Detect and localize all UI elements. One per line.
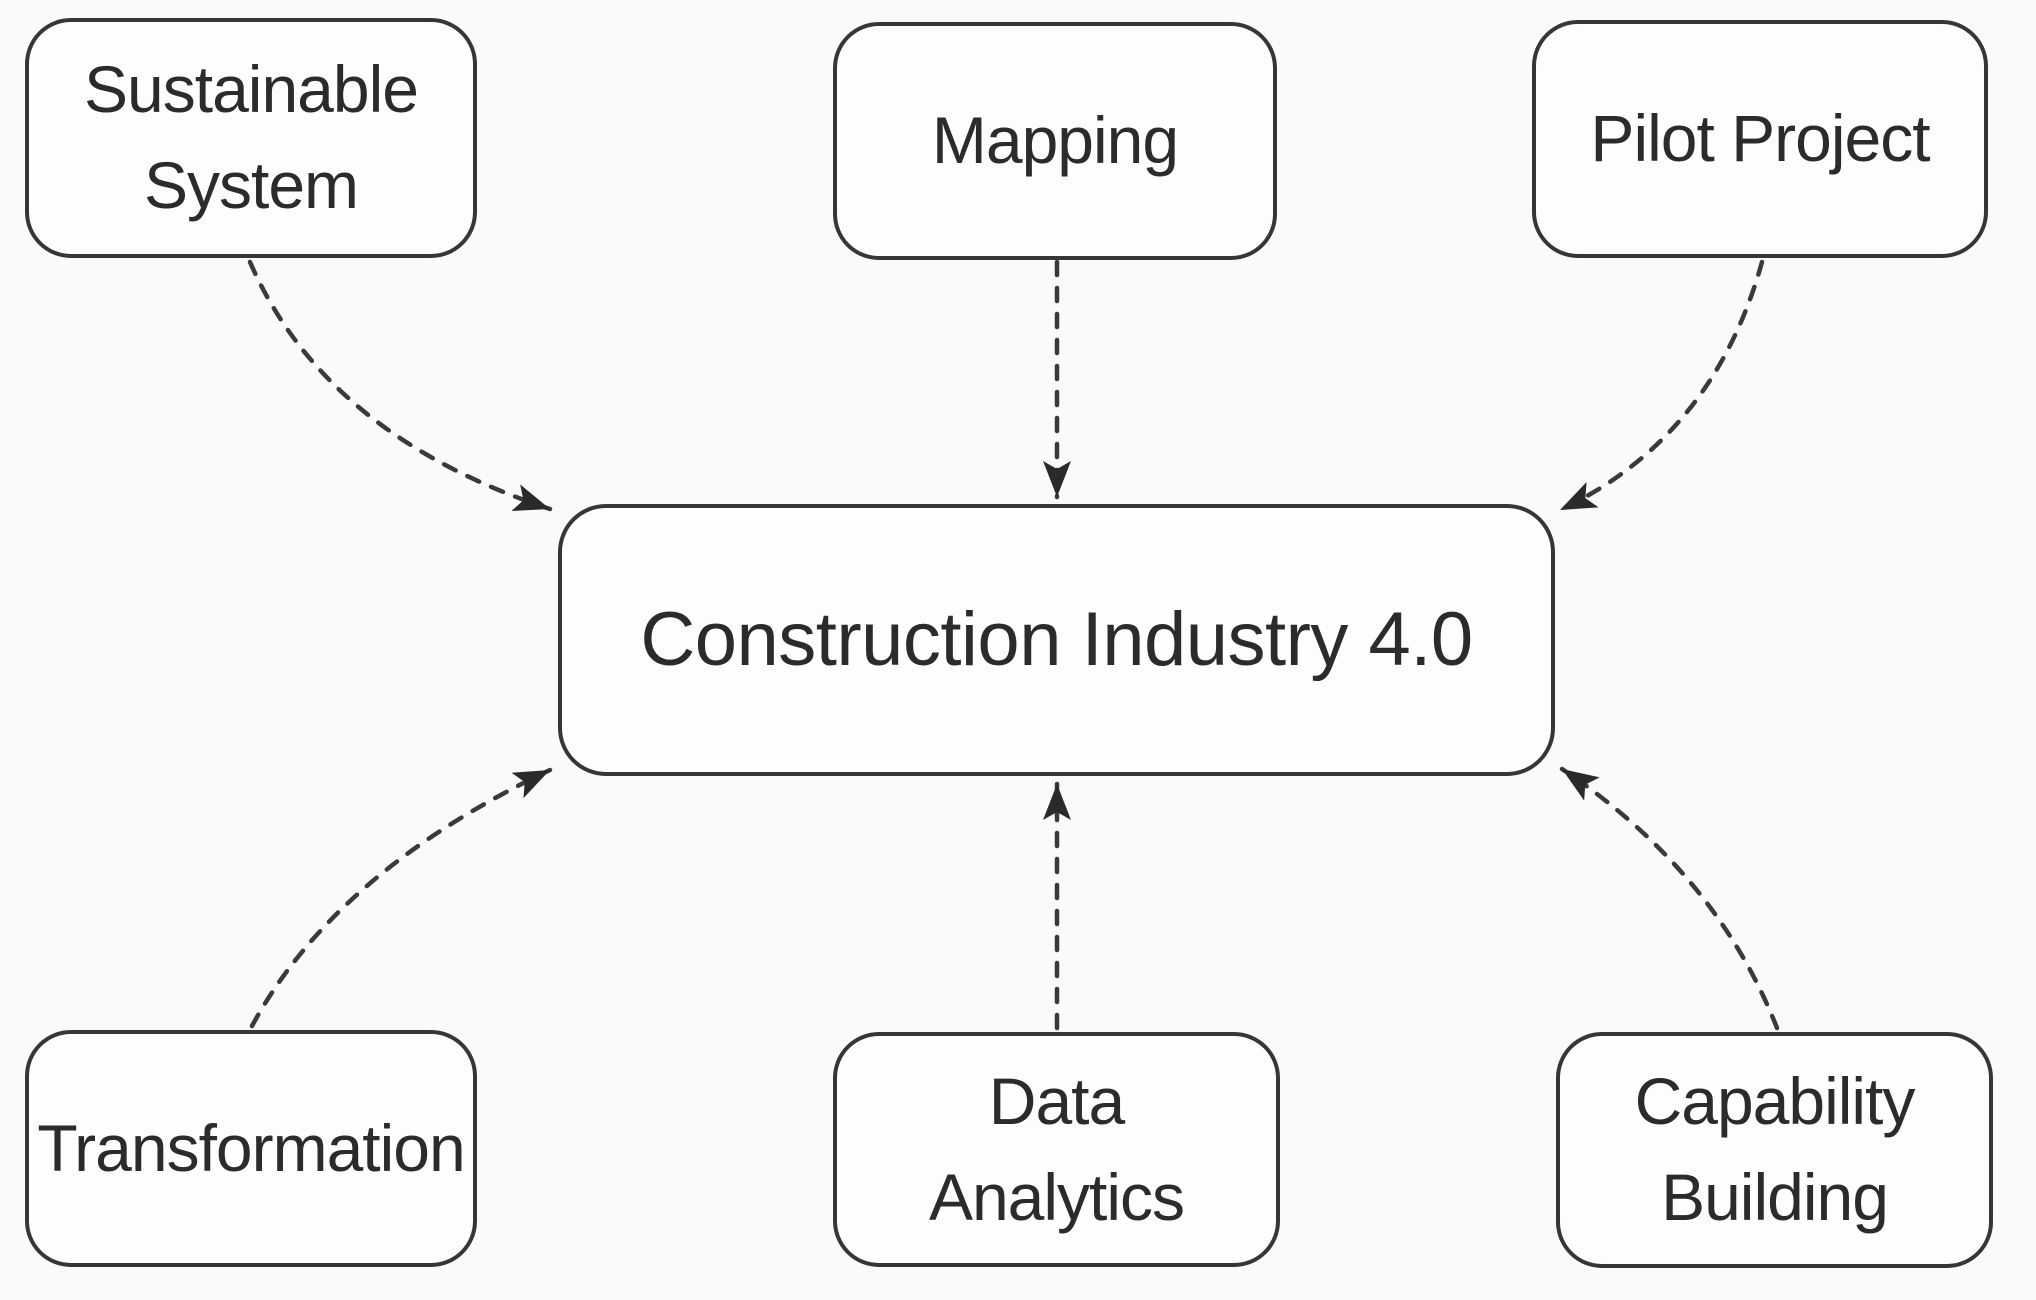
node-mapping-label: Mapping <box>931 103 1179 178</box>
node-transformation-label: Transformation <box>37 1110 465 1185</box>
node-pilot-project-label: Pilot Project <box>1590 101 1930 176</box>
node-sustainable-system-label: Sustainable System <box>84 52 419 222</box>
node-construction-industry-40: Construction Industry 4.0 <box>558 504 1555 776</box>
node-capability-building-label: Capability Building <box>1634 1064 1916 1234</box>
node-pilot-project: Pilot Project <box>1532 20 1988 258</box>
node-transformation: Transformation <box>25 1030 477 1267</box>
node-mapping: Mapping <box>833 22 1277 260</box>
connector-pilot-project-to-center <box>1557 259 1765 513</box>
node-capability-building: Capability Building <box>1556 1032 1993 1268</box>
node-construction-industry-40-label: Construction Industry 4.0 <box>640 596 1473 682</box>
connector-capability-building-to-center <box>1559 766 1780 1031</box>
node-sustainable-system: Sustainable System <box>25 18 477 258</box>
node-data-analytics: Data Analytics <box>833 1032 1280 1267</box>
connector-sustainable-system-to-center <box>247 259 553 512</box>
node-data-analytics-label: Data Analytics <box>928 1063 1185 1234</box>
connector-transformation-to-center <box>249 767 553 1029</box>
